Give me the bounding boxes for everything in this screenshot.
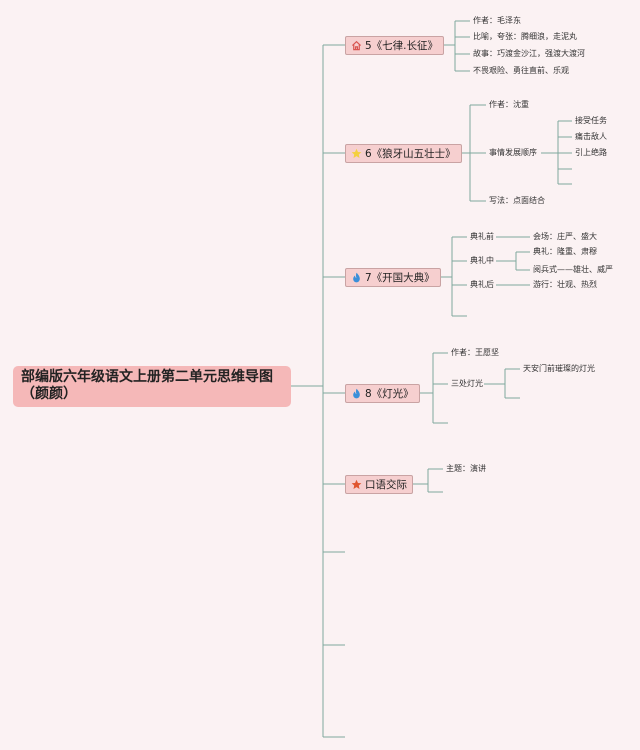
topic-langyashan[interactable]: 6《狼牙山五壮士》 (345, 144, 462, 163)
sub-leaf-item[interactable]: 痛击敌人 (575, 132, 607, 141)
sub-leaf-item[interactable]: 天安门前璀璨的灯光 (523, 364, 595, 373)
star-icon (351, 148, 362, 158)
topic-label: 7《开国大典》 (365, 272, 435, 284)
leaf-item[interactable]: 不畏艰险、勇往直前、乐观 (473, 66, 569, 75)
leaf-item[interactable]: 典礼前 (470, 232, 494, 241)
sub-leaf-item[interactable]: 会场：庄严、盛大 (533, 232, 597, 241)
flame-icon (353, 272, 360, 283)
sub-leaf-item[interactable]: 引上绝路 (575, 148, 607, 157)
sub-leaf-item[interactable]: 典礼：隆重、肃穆 (533, 247, 597, 256)
leaf-item[interactable]: 主题：演讲 (446, 464, 486, 473)
flame-icon (353, 388, 360, 399)
leaf-item[interactable]: 事情发展顺序 (489, 148, 537, 157)
leaf-item[interactable]: 典礼后 (470, 280, 494, 289)
leaf-item[interactable]: 三处灯光 (451, 379, 483, 388)
topic-label: 6《狼牙山五壮士》 (365, 148, 456, 160)
root-topic[interactable]: 部编版六年级语文上册第二单元思维导图（颜颜） (13, 366, 291, 407)
topic-label: 5《七律.长征》 (365, 40, 439, 52)
leaf-item[interactable]: 比喻，夸张：腾细浪，走泥丸 (473, 32, 577, 41)
sub-leaf-item[interactable]: 阅兵式——雄壮、威严 (533, 265, 613, 274)
topic-kouyujiaoji[interactable]: 口语交际 (345, 475, 413, 494)
leaf-item[interactable]: 典礼中 (470, 256, 494, 265)
leaf-item[interactable]: 故事：巧渡金沙江，强渡大渡河 (473, 49, 585, 58)
topic-label: 口语交际 (365, 479, 407, 491)
topic-changzheng[interactable]: 5《七律.长征》 (345, 36, 445, 55)
leaf-item[interactable]: 作者：王愿坚 (451, 348, 499, 357)
house-icon (351, 40, 362, 51)
leaf-item[interactable]: 写法：点面结合 (489, 196, 545, 205)
topic-label: 8《灯光》 (365, 388, 414, 400)
topic-dengguang[interactable]: 8《灯光》 (345, 384, 420, 403)
sub-leaf-item[interactable]: 游行：壮观、热烈 (533, 280, 597, 289)
sub-leaf-item[interactable]: 接受任务 (575, 116, 607, 125)
star-icon (351, 479, 362, 489)
leaf-item[interactable]: 作者：沈重 (489, 100, 529, 109)
topic-kaiguodadian[interactable]: 7《开国大典》 (345, 268, 441, 287)
leaf-item[interactable]: 作者：毛泽东 (473, 16, 521, 25)
